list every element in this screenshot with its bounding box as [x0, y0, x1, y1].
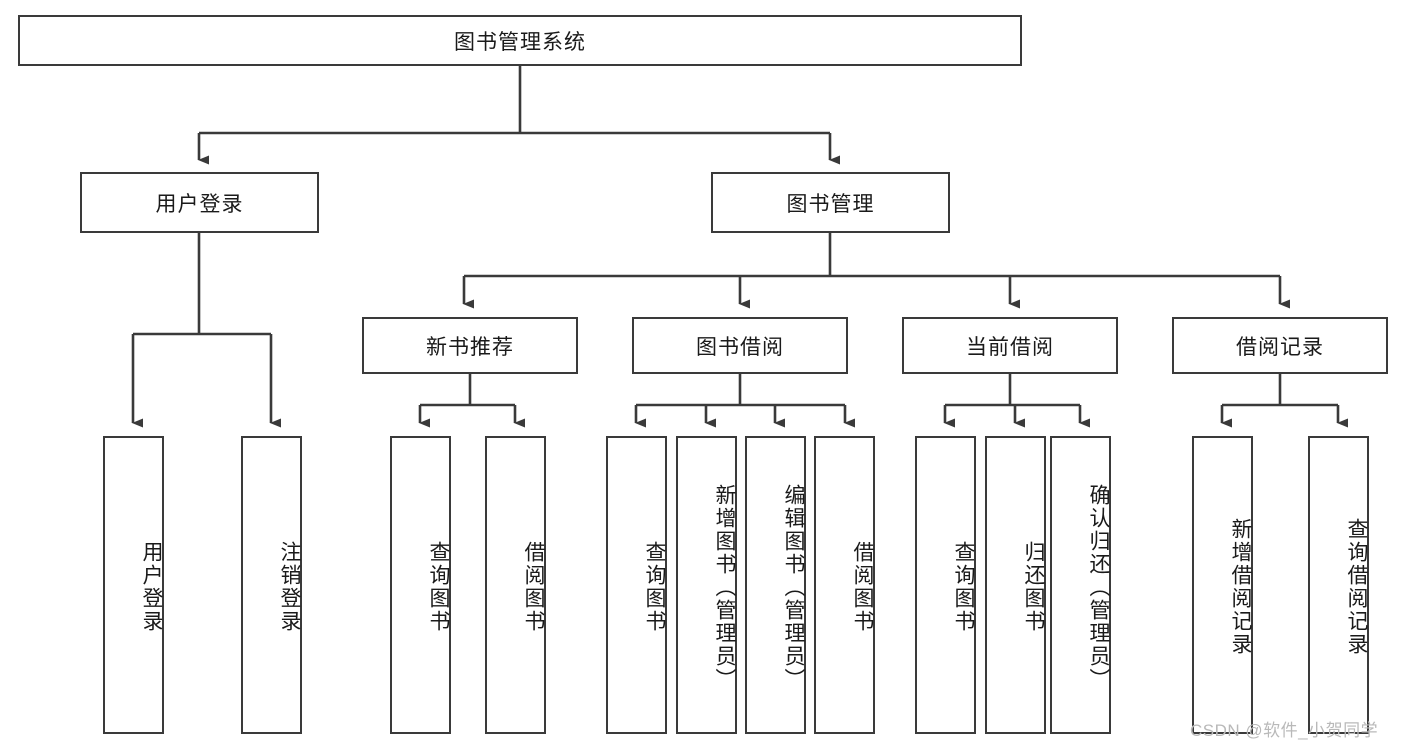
leaf-add-record-label: 新增借阅记录	[1229, 518, 1252, 656]
leaf-return-book[interactable]: 归还图书	[985, 436, 1046, 734]
node-root[interactable]: 图书管理系统	[18, 15, 1022, 66]
node-new-book-rec[interactable]: 新书推荐	[362, 317, 578, 374]
leaf-user-login-label: 用户登录	[140, 541, 163, 633]
node-current-borrow[interactable]: 当前借阅	[902, 317, 1118, 374]
leaf-query-book-1[interactable]: 查询图书	[390, 436, 451, 734]
leaf-borrow-book-2[interactable]: 借阅图书	[814, 436, 875, 734]
leaf-query-book-3[interactable]: 查询图书	[915, 436, 976, 734]
leaf-add-book[interactable]: 新增图书（管理员）	[676, 436, 737, 734]
leaf-query-book-3-label: 查询图书	[952, 541, 975, 633]
node-new-book-rec-label: 新书推荐	[426, 335, 514, 359]
leaf-user-login[interactable]: 用户登录	[103, 436, 164, 734]
leaf-edit-book[interactable]: 编辑图书（管理员）	[745, 436, 806, 734]
leaf-query-record[interactable]: 查询借阅记录	[1308, 436, 1369, 734]
leaf-borrow-book-1[interactable]: 借阅图书	[485, 436, 546, 734]
leaf-confirm-return[interactable]: 确认归还（管理员）	[1050, 436, 1111, 734]
node-book-manage-label: 图书管理	[786, 192, 875, 216]
leaf-borrow-book-2-label: 借阅图书	[851, 541, 874, 633]
leaf-add-book-label: 新增图书（管理员）	[713, 483, 736, 691]
leaf-borrow-book-1-label: 借阅图书	[522, 541, 545, 633]
leaf-edit-book-label: 编辑图书（管理员）	[782, 483, 805, 691]
node-root-label: 图书管理系统	[454, 30, 586, 54]
leaf-query-book-2[interactable]: 查询图书	[606, 436, 667, 734]
leaf-return-book-label: 归还图书	[1022, 541, 1045, 633]
leaf-confirm-return-label: 确认归还（管理员）	[1087, 483, 1110, 691]
node-user-login-label: 用户登录	[155, 192, 244, 216]
node-user-login[interactable]: 用户登录	[80, 172, 319, 233]
leaf-query-book-1-label: 查询图书	[427, 541, 450, 633]
node-book-borrow[interactable]: 图书借阅	[632, 317, 848, 374]
leaf-query-book-2-label: 查询图书	[643, 541, 666, 633]
node-book-manage[interactable]: 图书管理	[711, 172, 950, 233]
watermark: CSDN @软件_小贺同学	[1190, 721, 1379, 740]
node-borrow-record-label: 借阅记录	[1236, 335, 1324, 359]
leaf-logout-label: 注销登录	[278, 541, 301, 633]
leaf-logout[interactable]: 注销登录	[241, 436, 302, 734]
leaf-add-record[interactable]: 新增借阅记录	[1192, 436, 1253, 734]
node-current-borrow-label: 当前借阅	[966, 335, 1054, 359]
node-borrow-record[interactable]: 借阅记录	[1172, 317, 1388, 374]
leaf-query-record-label: 查询借阅记录	[1345, 518, 1368, 656]
node-book-borrow-label: 图书借阅	[696, 335, 784, 359]
